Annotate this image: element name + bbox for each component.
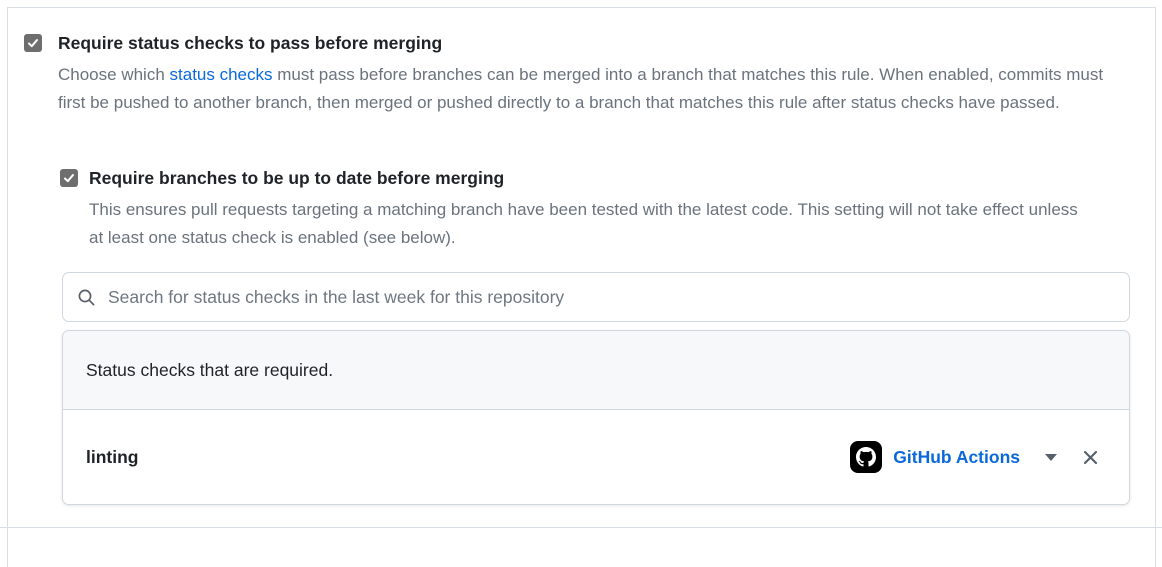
required-checks-header-label: Status checks that are required.: [86, 359, 334, 380]
github-octocat-icon: [856, 447, 877, 467]
status-check-search[interactable]: [62, 272, 1130, 322]
github-actions-link[interactable]: GitHub Actions: [893, 446, 1020, 467]
caret-down-icon: [1045, 453, 1057, 461]
source-dropdown-button[interactable]: [1043, 450, 1059, 465]
status-check-actions: GitHub Actions: [850, 441, 1099, 473]
require-status-checks-description: Choose which status checks must pass bef…: [58, 61, 1114, 117]
x-close-icon: [1083, 450, 1098, 464]
require-up-to-date-title: Require branches to be up to date before…: [89, 168, 505, 188]
require-up-to-date-description: This ensures pull requests targeting a m…: [89, 200, 1078, 247]
status-check-row: linting GitHub Actions: [63, 410, 1129, 504]
section-divider: [0, 527, 1162, 528]
require-status-checks-title: Require status checks to pass before mer…: [58, 33, 443, 53]
description-text: must pass before branches can be merged …: [58, 65, 1104, 112]
search-icon: [77, 288, 96, 307]
required-checks-list: Status checks that are required. linting…: [62, 330, 1130, 505]
require-status-checks-checkbox[interactable]: [24, 34, 42, 52]
section-require-status-checks: Require status checks to pass before mer…: [24, 31, 1124, 117]
checkmark-icon: [28, 39, 38, 48]
section-require-up-to-date: Require branches to be up to date before…: [60, 166, 1080, 252]
status-checks-link[interactable]: status checks: [169, 65, 273, 84]
remove-status-check-button[interactable]: [1082, 449, 1099, 466]
required-checks-header: Status checks that are required.: [63, 331, 1129, 410]
checkmark-icon: [64, 174, 74, 183]
description-text: Choose which: [58, 65, 170, 84]
require-up-to-date-checkbox[interactable]: [60, 169, 78, 187]
github-actions-avatar: [850, 441, 883, 473]
search-input[interactable]: [106, 285, 1115, 309]
status-check-name: linting: [86, 446, 139, 467]
